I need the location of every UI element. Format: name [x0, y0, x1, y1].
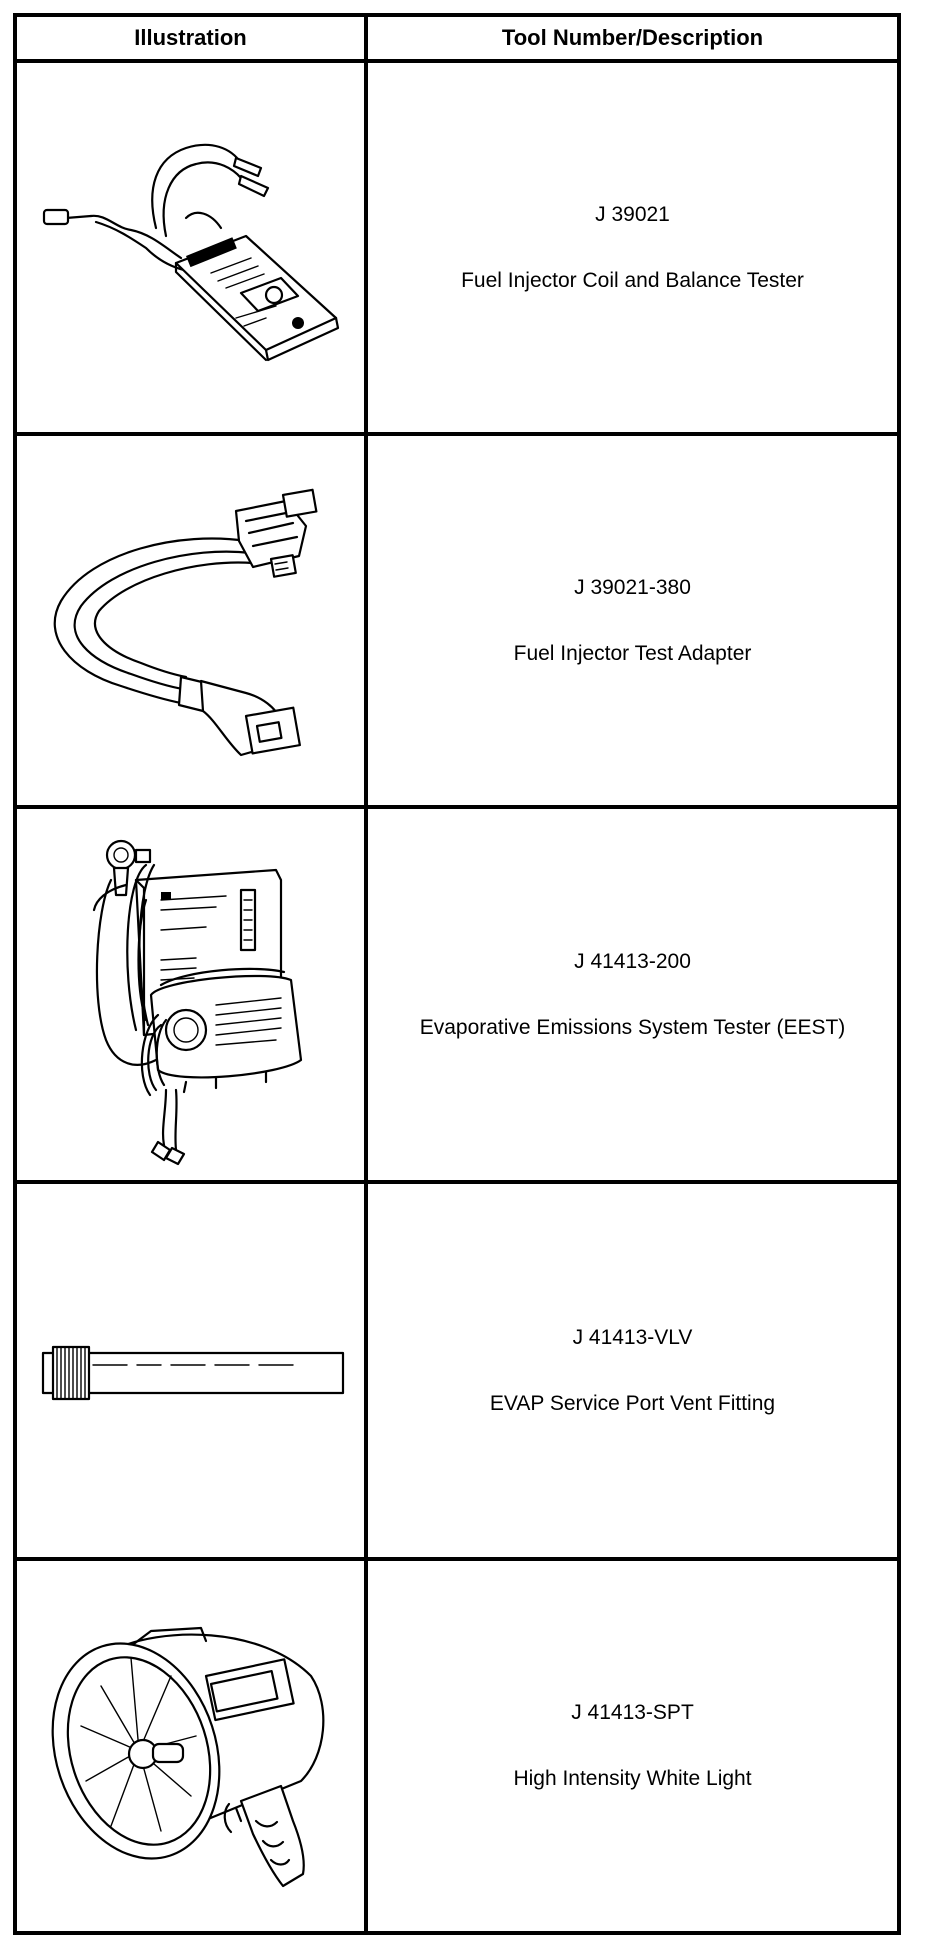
tool-number: J 41413-200 — [574, 949, 691, 973]
tool-number: J 41413-VLV — [572, 1325, 693, 1349]
table-row: J 41413-VLV EVAP Service Port Vent Fitti… — [17, 1184, 897, 1561]
description-cell: J 39021 Fuel Injector Coil and Balance T… — [368, 63, 897, 432]
description-cell: J 41413-VLV EVAP Service Port Vent Fitti… — [368, 1184, 897, 1557]
illustration-cell — [17, 809, 364, 1180]
table-row: J 39021 Fuel Injector Coil and Balance T… — [17, 63, 897, 436]
tool-number: J 39021 — [595, 202, 670, 226]
header-tool-number-description: Tool Number/Description — [501, 25, 764, 50]
injector-tester-icon — [42, 143, 339, 361]
description-cell: J 41413-SPT High Intensity White Light — [368, 1561, 897, 1931]
tool-description: High Intensity White Light — [513, 1767, 752, 1790]
description-cell: J 41413-200 Evaporative Emissions System… — [368, 809, 897, 1180]
column-divider — [364, 17, 368, 1931]
test-adapter-cable-icon — [53, 488, 317, 756]
vent-fitting-icon — [41, 1345, 344, 1400]
tool-description: Evaporative Emissions System Tester (EES… — [419, 1015, 846, 1039]
emissions-tester-icon — [92, 839, 302, 1165]
tool-number: J 41413-SPT — [571, 1701, 694, 1724]
tool-description: Fuel Injector Test Adapter — [513, 641, 752, 665]
table-header: Illustration Tool Number/Description — [17, 17, 897, 63]
tool-number: J 39021-380 — [574, 575, 691, 599]
illustration-cell — [17, 1561, 364, 1931]
tools-table: Illustration Tool Number/Description — [13, 13, 901, 1935]
spotlight-icon — [51, 1626, 324, 1888]
illustration-cell — [17, 436, 364, 805]
table-row: J 41413-200 Evaporative Emissions System… — [17, 809, 897, 1184]
tool-description: EVAP Service Port Vent Fitting — [489, 1391, 776, 1415]
illustration-cell — [17, 63, 364, 432]
tool-description: Fuel Injector Coil and Balance Tester — [461, 268, 804, 292]
description-cell: J 39021-380 Fuel Injector Test Adapter — [368, 436, 897, 805]
illustration-cell — [17, 1184, 364, 1557]
header-illustration: Illustration — [134, 25, 247, 50]
table-row: J 41413-SPT High Intensity White Light — [17, 1561, 897, 1931]
table-row: J 39021-380 Fuel Injector Test Adapter — [17, 436, 897, 809]
